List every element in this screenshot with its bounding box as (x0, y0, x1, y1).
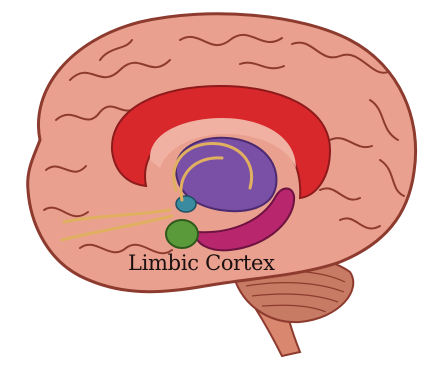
amygdala (166, 220, 198, 248)
mammillary-body (176, 196, 196, 212)
limbic-cortex-label: Limbic Cortex (128, 251, 275, 275)
